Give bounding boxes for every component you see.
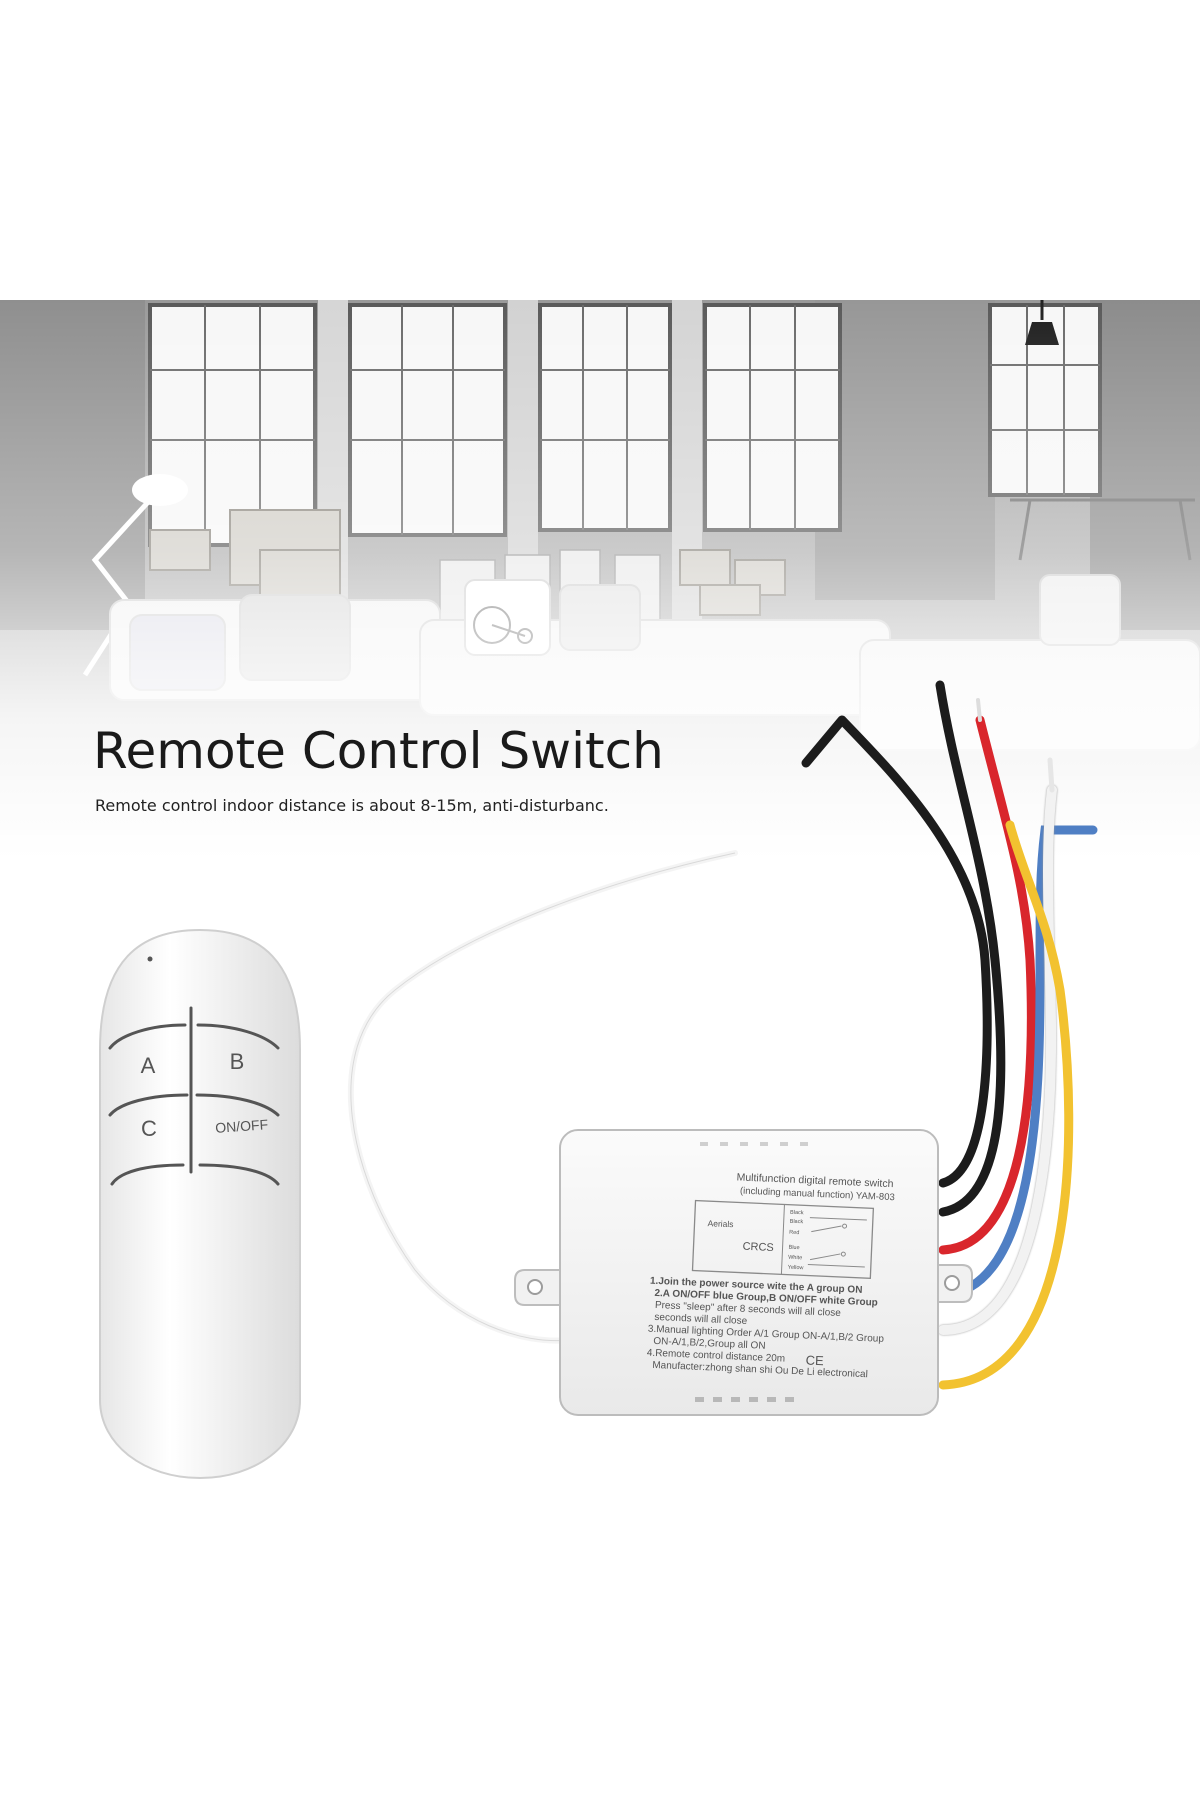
wire-legend-blue: Blue [788, 1245, 799, 1251]
room-background [0, 300, 1200, 860]
remote-button-a[interactable]: A [110, 1030, 188, 1092]
remote-button-outlines [108, 1006, 280, 1186]
remote-button-b-label: B [230, 1049, 245, 1074]
remote-control: A B C ON/OFF [99, 928, 301, 1480]
chip-label: CRCS [742, 1241, 774, 1254]
wire-bundle [801, 680, 1098, 1390]
wire-black-2 [935, 680, 1006, 1217]
remote-led-indicator [147, 956, 153, 962]
wire-tip-red [976, 698, 982, 722]
vent-slots-top [700, 1142, 808, 1146]
remote-button-onoff[interactable]: ON/OFF [196, 1100, 276, 1162]
wire-legend-black-1: Black [790, 1210, 804, 1217]
mount-hole-right [944, 1275, 960, 1291]
wire-tip-white [1047, 757, 1055, 793]
instruction-6: ON-A/1,B/2,Group all ON [653, 1336, 766, 1352]
receiver-box: Multifunction digital remote switch (inc… [514, 1129, 973, 1416]
remote-button-a-label: A [141, 1053, 156, 1078]
wire-legend-red: Red [789, 1230, 799, 1236]
remote-body [99, 928, 301, 1480]
wire-blue [938, 825, 1098, 1300]
instruction-4: seconds will all close [654, 1312, 748, 1327]
wire-red [938, 715, 1036, 1255]
wire-legend-black-2: Black [790, 1219, 804, 1226]
wire-legend-yellow: Yellow [788, 1265, 804, 1272]
antenna-wire-edge [350, 852, 736, 1342]
wire-legend-white: White [788, 1255, 802, 1262]
background-fade [0, 300, 1200, 860]
wire-legend: Black Black Red Blue White Yellow [788, 1210, 804, 1272]
diagram-divider [780, 1204, 785, 1275]
page-title: Remote Control Switch [93, 722, 664, 780]
switch-symbols [807, 1217, 867, 1268]
remote-button-onoff-label: ON/OFF [215, 1116, 269, 1136]
remote-button-c[interactable]: C [110, 1100, 188, 1162]
remote-button-b[interactable]: B [196, 1030, 276, 1092]
remote-button-c-label: C [141, 1116, 157, 1141]
ce-mark: CE [805, 1353, 824, 1369]
wire-black-1 [801, 715, 992, 1188]
aerial-label: Aerials [707, 1218, 733, 1229]
mount-hole-left [527, 1279, 543, 1295]
wire-white [938, 785, 1057, 1335]
wire-yellow [938, 820, 1074, 1390]
page-subtitle: Remote control indoor distance is about … [95, 796, 609, 815]
vent-slots-bottom [695, 1397, 794, 1402]
